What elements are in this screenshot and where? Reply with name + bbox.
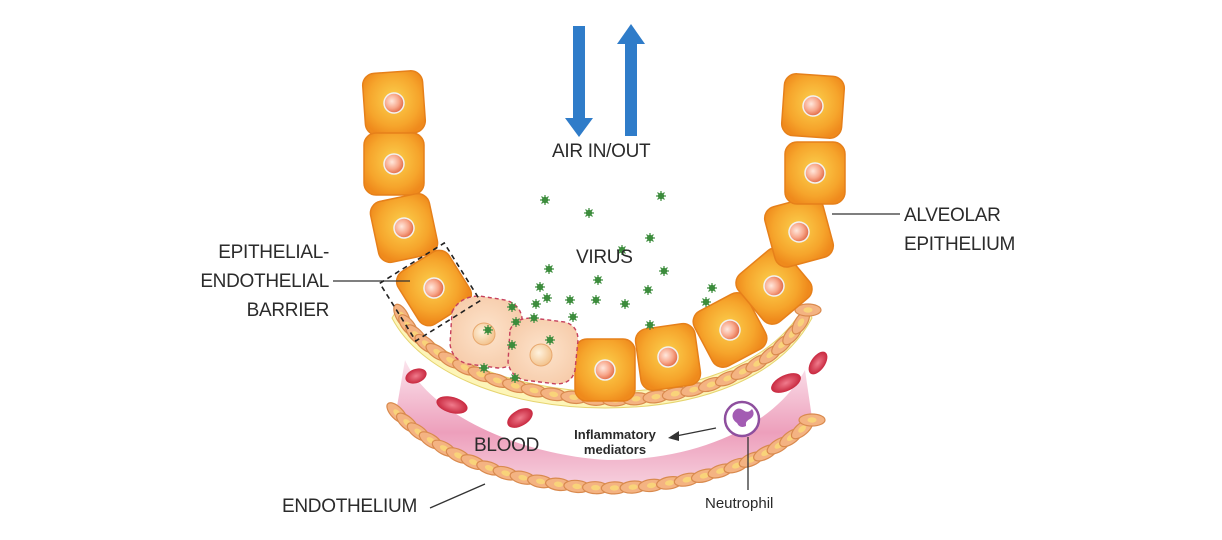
virus-particle (540, 195, 550, 205)
blood-vessel (395, 360, 812, 492)
mediators-label-line1: Inflammatory (574, 427, 656, 442)
virus-particle (645, 233, 655, 243)
epithelial-cell (735, 247, 813, 325)
virus-particle (593, 275, 603, 285)
alveolar-epithelium-label: ALVEOLAR EPITHELIUM (904, 201, 1015, 259)
virus-particle (591, 295, 601, 305)
epithelial-cell (784, 141, 846, 205)
neutrophil-label: Neutrophil (705, 495, 774, 512)
virus-particle (565, 295, 575, 305)
epithelial-cell (361, 70, 427, 136)
virus-particle (645, 320, 655, 330)
infected-cell (507, 317, 579, 385)
virus-particle (617, 245, 627, 255)
endothelial-inner-layer (393, 303, 822, 407)
virus-particle (584, 208, 594, 218)
virus-particle (529, 313, 539, 323)
virus-particle (545, 335, 555, 345)
virus-particle (701, 297, 711, 307)
endothelial-cell (798, 413, 826, 427)
red-blood-cell (771, 373, 801, 393)
virus-particle (542, 293, 552, 303)
endothelium-leader (429, 483, 486, 509)
virus-particle (507, 340, 517, 350)
alveolar-label-line2: EPITHELIUM (904, 234, 1016, 255)
red-blood-cell (808, 351, 828, 375)
barrier-label-line3: BARRIER (246, 300, 330, 321)
air-label: AIR IN/OUT (552, 141, 651, 162)
mediators-arrow (675, 427, 717, 437)
virus-particles (479, 191, 717, 383)
virus-particle (568, 312, 578, 322)
mediators-arrowhead (668, 431, 679, 441)
virus-particle (531, 299, 541, 309)
virus-particle (659, 266, 669, 276)
virus-label: VIRUS (576, 247, 633, 268)
virus-particle (511, 317, 521, 327)
virus-particle (544, 264, 554, 274)
red-blood-cell (507, 408, 533, 428)
mediators-label: Inflammatory mediators (560, 427, 670, 457)
virus-particle (479, 363, 489, 373)
leader-lines (333, 213, 900, 509)
epithelial-cell (763, 196, 835, 268)
arrow-up-icon (617, 24, 645, 136)
virus-particle (643, 285, 653, 295)
barrier-label-line1: EPITHELIAL- (218, 242, 329, 263)
epithelial-cell (369, 192, 439, 264)
alveolar-label-line1: ALVEOLAR (904, 205, 1001, 226)
endothelial-outer-layer (386, 402, 826, 495)
mediators-label-line2: mediators (583, 442, 647, 457)
virus-particle (620, 299, 630, 309)
epithelial-cell (574, 338, 636, 402)
neutrophil-cell (723, 400, 761, 490)
blood-label: BLOOD (474, 435, 540, 456)
arrow-down-icon (565, 26, 593, 137)
epithelial-cell (363, 132, 425, 196)
barrier-highlight-box (378, 241, 482, 343)
red-blood-cell (405, 368, 427, 384)
virus-particle (656, 191, 666, 201)
red-blood-cells (405, 351, 828, 428)
epithelial-cell (395, 249, 473, 327)
endothelium-label: ENDOTHELIUM (282, 496, 417, 517)
barrier-label: EPITHELIAL- ENDOTHELIAL BARRIER (200, 238, 329, 325)
red-blood-cell (436, 396, 468, 414)
barrier-label-line2: ENDOTHELIAL (200, 271, 329, 292)
epithelial-cell (634, 322, 702, 392)
virus-particle (507, 302, 517, 312)
virus-particle (510, 373, 520, 383)
epithelial-cell (692, 292, 768, 368)
virus-particle (483, 325, 493, 335)
endothelial-cell (791, 310, 811, 335)
virus-particle (535, 282, 545, 292)
virus-particle (707, 283, 717, 293)
alveolar-epithelium (361, 70, 846, 402)
epithelial-cell (780, 73, 846, 139)
endothelial-cell (794, 303, 822, 317)
